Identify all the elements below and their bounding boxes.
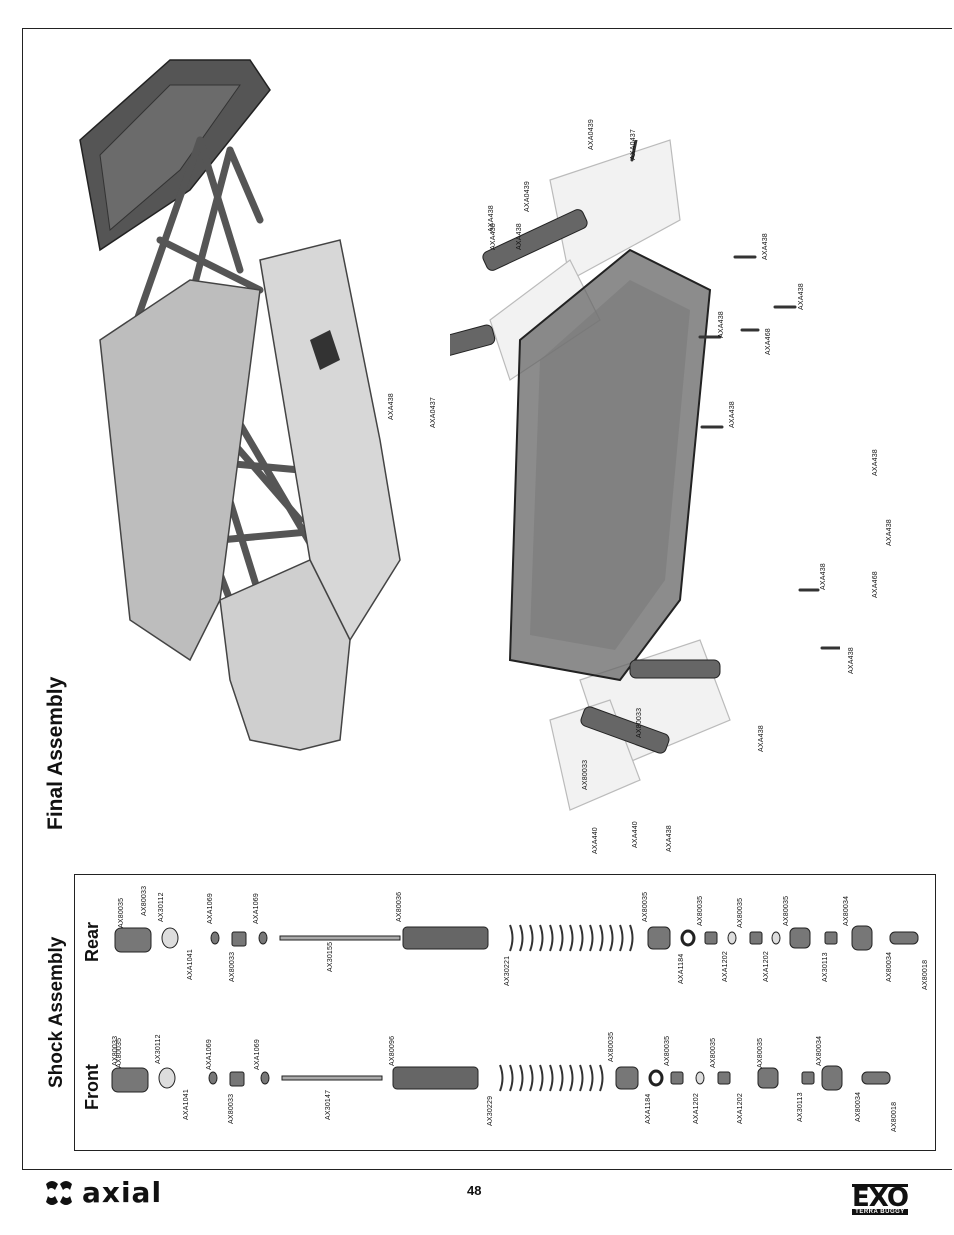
callout-label: AX80033 — [636, 707, 643, 738]
rear-part-label: AX80036 — [396, 891, 403, 922]
callout-label: AXA438 — [388, 393, 395, 420]
callout-label: AXA438 — [666, 825, 673, 852]
axial-wordmark: axial — [82, 1176, 163, 1209]
front-part-label: AX30112 — [155, 1034, 162, 1064]
front-part-label: AX80035 — [757, 1037, 764, 1068]
page-frame — [22, 28, 952, 1170]
front-part-label: AX80034 — [855, 1091, 862, 1122]
rear-part-label: AX80035 — [118, 897, 125, 928]
callout-label: AXA0437 — [630, 129, 637, 160]
callout-label: AXA438 — [820, 563, 827, 590]
rear-part-label: AX80033 — [141, 885, 148, 916]
front-part-label: AX80096 — [389, 1035, 396, 1066]
axial-claw-icon — [46, 1180, 72, 1205]
callout-label: AXA438 — [718, 311, 725, 338]
front-part-label: AXA1041 — [183, 1089, 190, 1120]
callout-label: AXA0437 — [430, 397, 437, 428]
page-number: 48 — [467, 1183, 482, 1198]
shock-assembly-title: Shock Assembly — [46, 936, 67, 1088]
rear-part-label: AX30155 — [327, 941, 334, 972]
callout-label: AXA438 — [886, 519, 893, 546]
callout-label: AXA468 — [765, 328, 772, 355]
front-part-label: AX80018 — [891, 1101, 898, 1132]
body-shell-illustration — [79, 59, 401, 751]
final-assembly-title: Final Assembly — [44, 676, 67, 830]
callout-label: AXA440 — [632, 821, 639, 848]
callout-label: AXA0439 — [524, 181, 531, 212]
front-part-label: AX80035 — [710, 1037, 717, 1068]
terra-buggy-wordmark: TERRA BUGGY — [852, 1209, 908, 1215]
rear-part-label: AXA1069 — [207, 893, 214, 924]
callout-label: AXA468 — [872, 571, 879, 598]
rear-part-label: AX80034 — [843, 895, 850, 926]
rear-part-label: AXA1041 — [187, 949, 194, 980]
front-part-label: AX30113 — [797, 1092, 804, 1122]
front-part-label: AXA1202 — [693, 1093, 700, 1124]
front-part-label: AX80033 — [112, 1035, 119, 1066]
rear-part-label: AX80033 — [229, 951, 236, 982]
front-part-label: AXA1069 — [206, 1039, 213, 1070]
front-part-label: AX80034 — [816, 1035, 823, 1066]
rear-part-label: AX80018 — [922, 959, 929, 990]
front-part-label: AX80035 — [608, 1031, 615, 1062]
rear-part-label: AX80035 — [697, 895, 704, 926]
shock-assembly-box — [74, 874, 936, 1151]
front-part-label: AX80035 — [664, 1035, 671, 1066]
chassis-illustration — [450, 139, 731, 811]
callout-label: AXA438 — [490, 223, 497, 250]
front-part-label: AXA1184 — [645, 1093, 652, 1124]
callout-label: AXA0439 — [588, 119, 595, 150]
rear-part-label: AX80034 — [886, 951, 893, 982]
callout-label: AXA438 — [758, 725, 765, 752]
callout-label: AX80033 — [582, 759, 589, 790]
screws-illustration — [630, 140, 840, 650]
rear-part-label: AX30221 — [504, 955, 511, 986]
front-part-label: AXA1069 — [254, 1039, 261, 1070]
exo-wordmark: EXO — [852, 1183, 909, 1213]
front-part-label: AX80033 — [228, 1093, 235, 1124]
rear-part-label: AX80035 — [783, 895, 790, 926]
front-part-label: AX30229 — [487, 1095, 494, 1126]
axial-logo: axial — [42, 1176, 162, 1209]
callout-label: AXA438 — [798, 283, 805, 310]
callout-label: AXA440 — [592, 827, 599, 854]
front-part-label: AX30147 — [325, 1089, 332, 1120]
rear-part-label: AX30113 — [822, 952, 829, 982]
rear-part-label: AXA1184 — [678, 953, 685, 984]
rear-part-label: AX80035 — [737, 897, 744, 928]
rear-part-label: AXA1069 — [253, 893, 260, 924]
rear-part-label: AXA1202 — [763, 951, 770, 982]
callout-label: AXA438 — [729, 401, 736, 428]
callout-label: AXA438 — [516, 223, 523, 250]
rear-part-label: AX30112 — [158, 892, 165, 922]
front-part-label: AXA1202 — [737, 1093, 744, 1124]
rear-part-label: AXA1202 — [722, 951, 729, 982]
callout-label: AXA438 — [762, 233, 769, 260]
callout-label: AXA438 — [848, 647, 855, 674]
shock-parts-illustration — [111, 924, 919, 1093]
exo-logo: EXO TERRA BUGGY — [852, 1183, 909, 1215]
callout-label: AXA438 — [872, 449, 879, 476]
rear-part-label: AX80035 — [642, 891, 649, 922]
